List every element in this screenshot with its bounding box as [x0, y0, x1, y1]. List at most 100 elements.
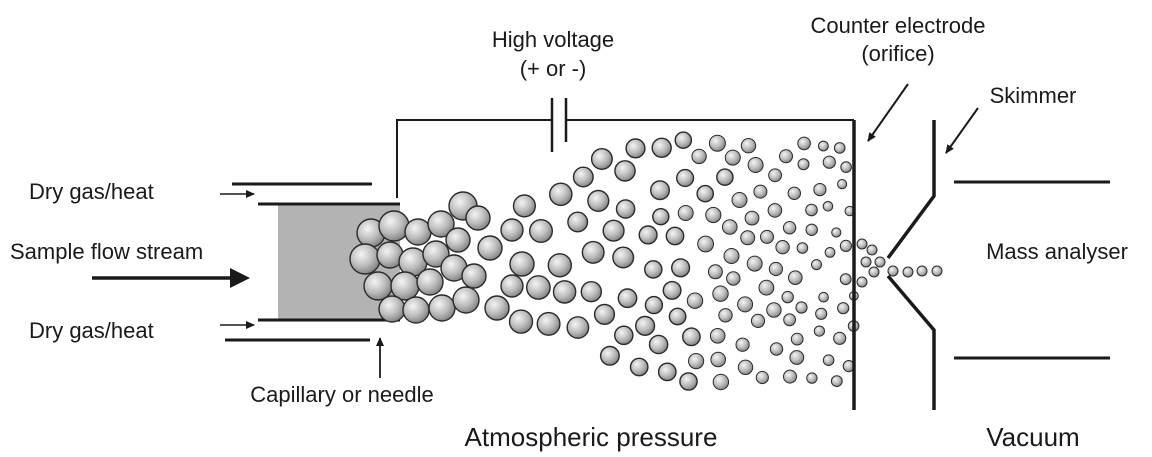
- sample-flow-head: [230, 268, 250, 288]
- droplet: [740, 138, 757, 154]
- droplet: [796, 242, 809, 254]
- droplet: [465, 205, 491, 231]
- droplet: [445, 227, 471, 253]
- label-high-voltage-polarity: (+ or -): [520, 56, 587, 81]
- droplet: [500, 218, 524, 242]
- droplet: [572, 166, 594, 188]
- droplet: [805, 203, 818, 217]
- droplet: [567, 211, 589, 233]
- droplet: [822, 155, 836, 169]
- droplet: [614, 325, 634, 346]
- droplet: [806, 372, 818, 384]
- droplet: [599, 345, 620, 366]
- droplet: [509, 251, 535, 277]
- droplet: [746, 255, 763, 272]
- droplet: [461, 263, 487, 289]
- droplet: [722, 219, 738, 235]
- droplet: [580, 281, 602, 303]
- droplet: [416, 268, 444, 296]
- droplet: [839, 239, 853, 252]
- droplet: [790, 332, 804, 346]
- droplet: [768, 168, 782, 183]
- label-mass-analyser: Mass analyser: [986, 239, 1128, 264]
- droplet: [552, 280, 577, 304]
- droplet: [427, 210, 455, 238]
- droplet: [662, 280, 682, 300]
- droplet: [668, 307, 687, 326]
- droplet: [648, 334, 669, 355]
- droplet: [744, 210, 760, 226]
- droplet: [856, 238, 868, 250]
- droplet: [833, 331, 847, 345]
- droplet: [651, 137, 672, 159]
- droplet: [675, 168, 695, 188]
- droplet: [536, 311, 561, 336]
- droplet: [783, 369, 797, 384]
- droplet: [549, 182, 573, 207]
- droplet: [731, 192, 748, 208]
- droplet: [677, 205, 694, 221]
- label-dry-gas-top: Dry gas/heat: [29, 179, 154, 204]
- droplet: [665, 226, 685, 246]
- droplet: [547, 253, 572, 278]
- droplet: [615, 199, 636, 219]
- wire-left: [396, 119, 552, 198]
- droplet: [813, 183, 827, 197]
- counter-electrode-pointer: [867, 83, 909, 142]
- droplet: [617, 288, 638, 309]
- droplet: [696, 184, 715, 203]
- droplet: [378, 295, 406, 323]
- droplet: [760, 229, 774, 244]
- label-atmospheric-pressure: Atmospheric pressure: [465, 422, 718, 452]
- droplet: [512, 194, 536, 218]
- droplet: [768, 261, 784, 277]
- droplet: [833, 142, 846, 154]
- droplet: [634, 315, 656, 336]
- droplet: [587, 189, 610, 212]
- droplet: [837, 302, 850, 315]
- droplet: [422, 240, 450, 268]
- droplet: [500, 274, 524, 298]
- droplet: [795, 301, 808, 314]
- droplet: [602, 219, 625, 242]
- droplet: [686, 292, 704, 309]
- droplet: [769, 342, 784, 356]
- skimmer-lower: [886, 274, 936, 410]
- droplet: [724, 149, 741, 166]
- droplet: [750, 313, 766, 328]
- label-capillary: Capillary or needle: [250, 382, 433, 407]
- droplet: [477, 235, 503, 261]
- droplet: [887, 265, 899, 277]
- droplet: [710, 351, 727, 368]
- droplet: [840, 161, 852, 173]
- droplet: [747, 157, 764, 173]
- droplet: [902, 266, 914, 278]
- droplet: [705, 206, 722, 224]
- droplet: [657, 362, 677, 382]
- droplet: [767, 203, 783, 218]
- label-sample-flow: Sample flow stream: [10, 239, 203, 264]
- droplet: [428, 294, 456, 322]
- droplet: [652, 207, 670, 226]
- droplet: [679, 372, 698, 391]
- droplet: [682, 327, 701, 347]
- droplet: [726, 271, 741, 286]
- droplet: [644, 260, 663, 279]
- label-counter-electrode-orifice: (orifice): [861, 41, 934, 66]
- droplet: [614, 160, 636, 182]
- droplet: [782, 221, 797, 235]
- droplet: [766, 302, 782, 318]
- droplet: [691, 148, 707, 165]
- droplet: [404, 218, 432, 246]
- droplet: [856, 276, 868, 288]
- skimmer-cone: [886, 120, 936, 410]
- droplet: [363, 271, 393, 301]
- droplet: [707, 264, 723, 280]
- droplet: [378, 210, 410, 242]
- droplet: [822, 201, 834, 212]
- droplet: [688, 353, 705, 370]
- label-dry-gas-bottom: Dry gas/heat: [29, 318, 154, 343]
- droplet: [822, 354, 835, 367]
- droplet: [529, 218, 554, 243]
